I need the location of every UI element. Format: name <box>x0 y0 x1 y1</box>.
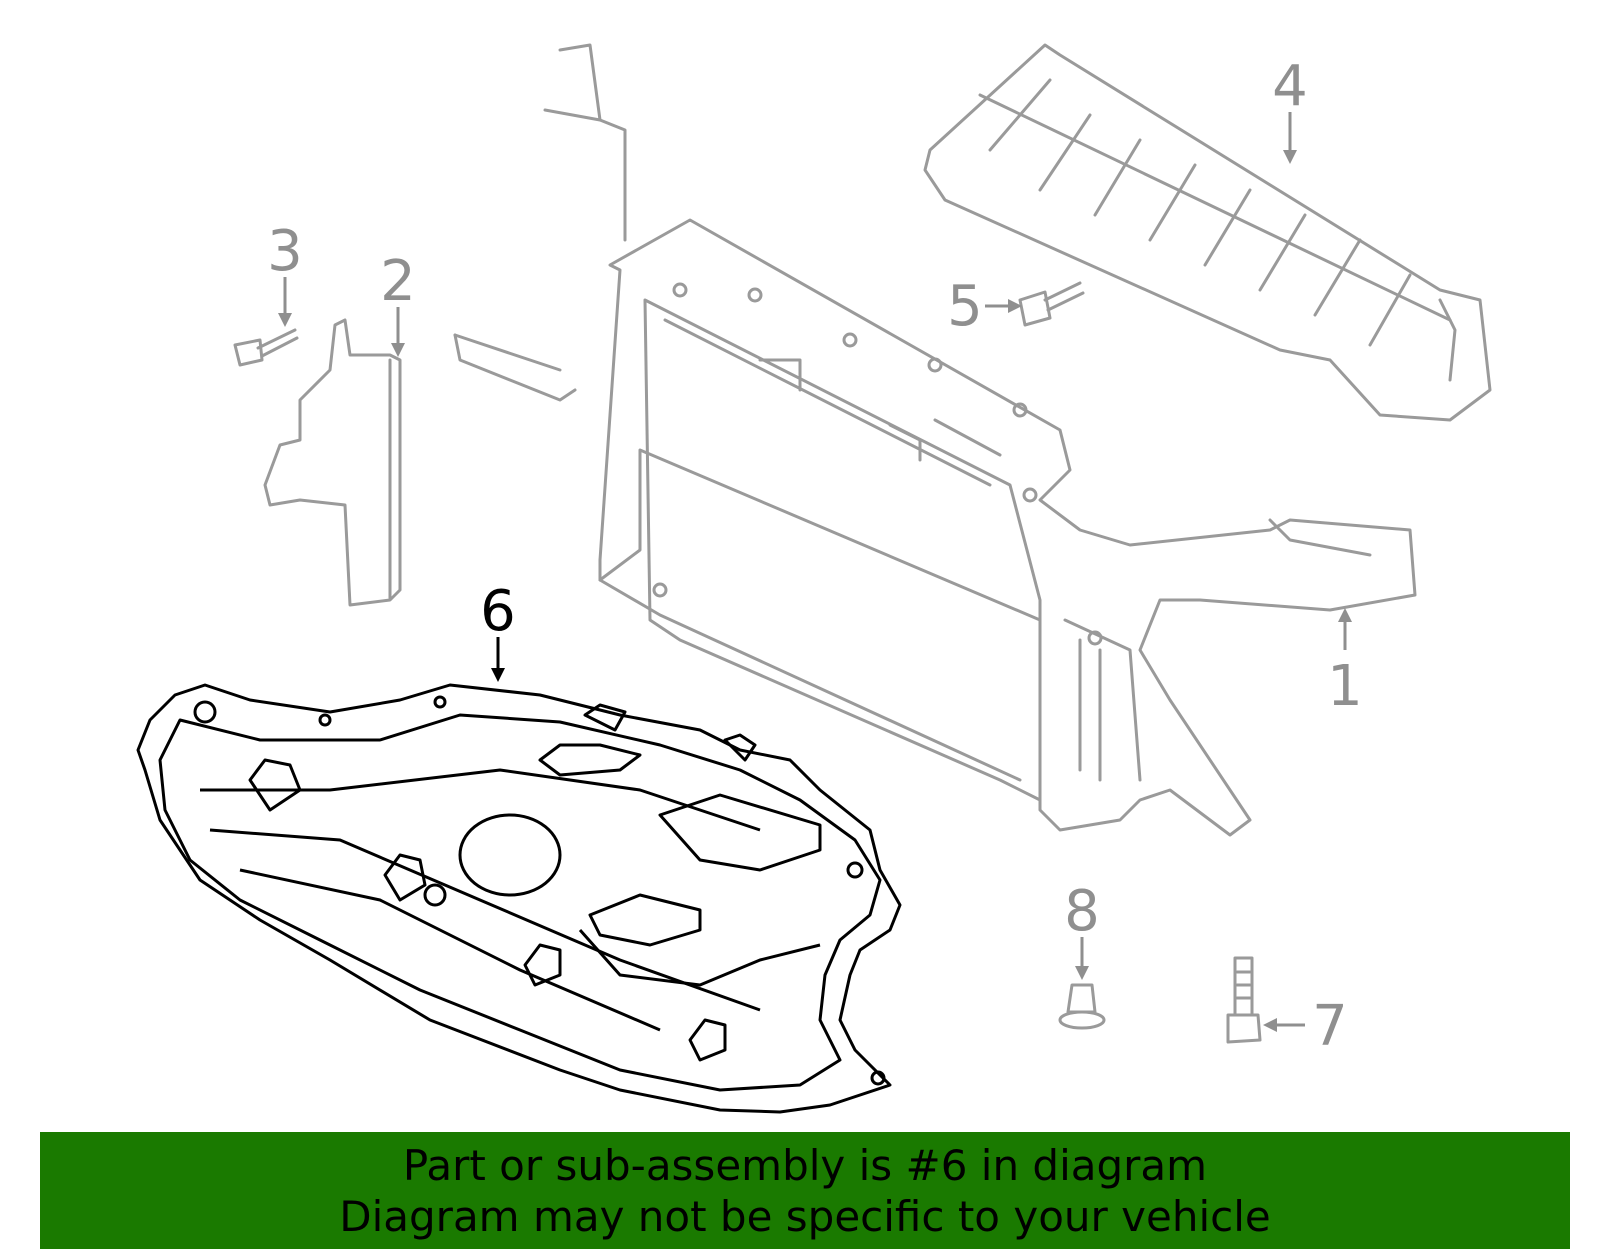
callout-1-label: 1 <box>1327 654 1363 719</box>
caption-line-2: Diagram may not be specific to your vehi… <box>339 1192 1271 1241</box>
part-8-clip <box>1058 983 1106 1030</box>
callout-8: 8 <box>1064 879 1100 980</box>
callout-3: 3 <box>267 219 303 327</box>
callout-8-label: 8 <box>1064 879 1100 944</box>
callout-7-label: 7 <box>1312 994 1348 1059</box>
callout-1: 1 <box>1327 608 1363 719</box>
callout-5: 5 <box>947 274 1022 339</box>
part-1-radiator-support <box>453 43 1417 837</box>
caption-banner: Part or sub-assembly is #6 in diagram Di… <box>40 1132 1570 1249</box>
part-5-bolt <box>1018 281 1085 327</box>
part-7-bolt <box>1226 956 1262 1044</box>
callout-5-label: 5 <box>947 274 983 339</box>
part-3-bolt <box>233 328 299 367</box>
part-6-under-cover <box>136 683 902 1114</box>
part-6-shape <box>136 683 902 1114</box>
callout-4-label: 4 <box>1272 54 1308 119</box>
callout-4: 4 <box>1272 54 1308 164</box>
part-4-upper-cover <box>923 43 1492 422</box>
callout-2: 2 <box>380 249 416 357</box>
callout-7: 7 <box>1263 994 1348 1059</box>
callout-6: 6 <box>480 579 516 682</box>
callout-6-label: 6 <box>480 579 516 644</box>
callout-3-label: 3 <box>267 219 303 284</box>
part-2-side-air-guide <box>263 318 402 607</box>
caption-line-1: Part or sub-assembly is #6 in diagram <box>402 1141 1208 1190</box>
callout-2-label: 2 <box>380 249 416 314</box>
